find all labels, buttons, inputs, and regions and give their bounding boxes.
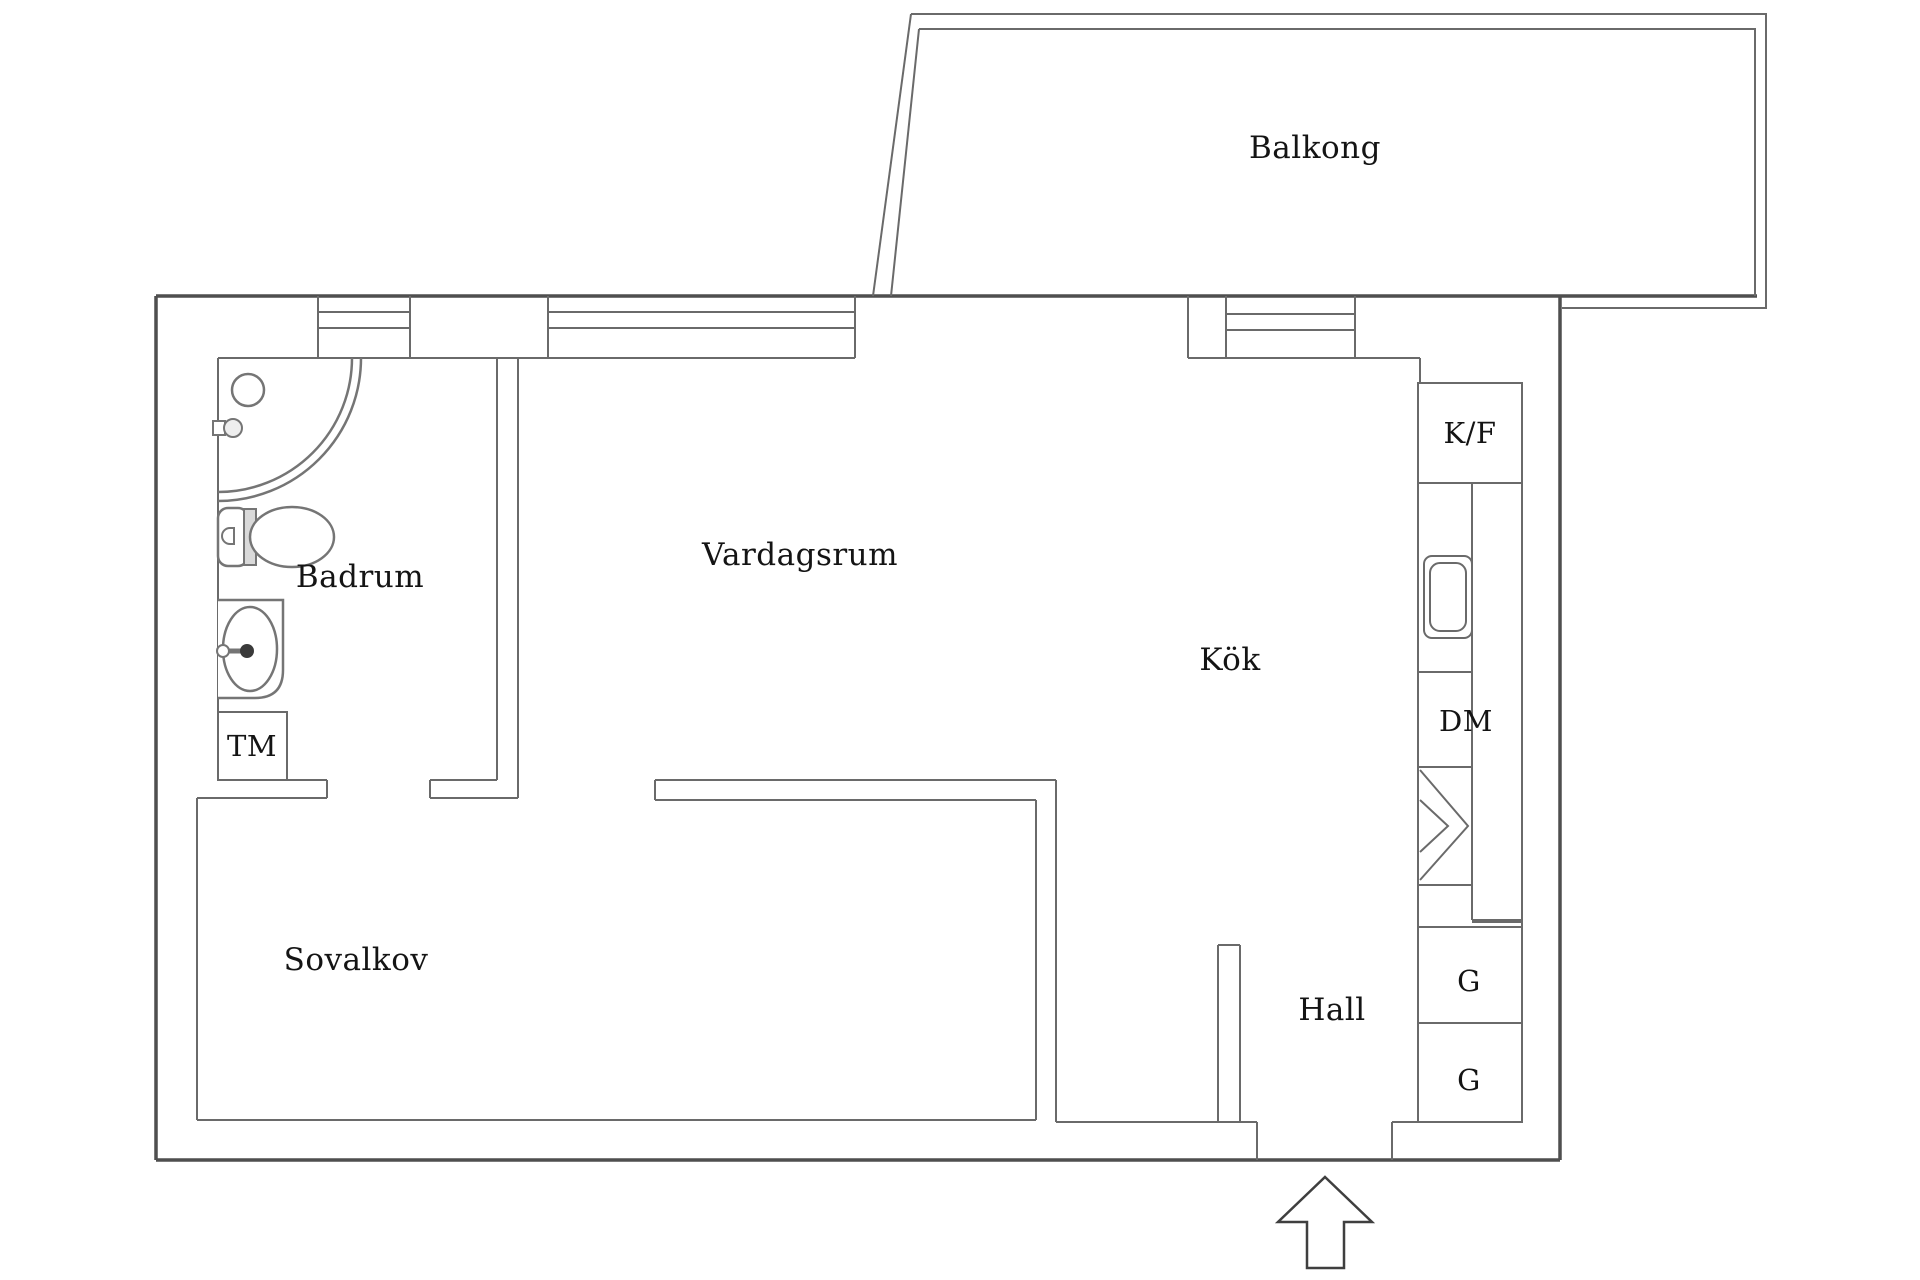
shower-icon bbox=[217, 357, 363, 503]
fridge-freezer-box bbox=[1417, 382, 1523, 484]
washbasin-icon bbox=[216, 598, 285, 700]
mixer-knob bbox=[223, 418, 243, 438]
peninsula-wall bbox=[654, 779, 1057, 1122]
fixture-label-wardrobe-1: G bbox=[1457, 964, 1481, 998]
shower-arc-outer bbox=[217, 357, 363, 503]
room-label-kitchen: Kök bbox=[1199, 642, 1261, 678]
windows bbox=[317, 296, 1356, 358]
stove-chevron-inner bbox=[1419, 799, 1450, 853]
room-label-sleeping-alcove: Sovalkov bbox=[283, 942, 429, 978]
toilet-bowl bbox=[248, 505, 336, 569]
fixture-label-washing-machine: TM bbox=[226, 729, 278, 763]
fixture-label-wardrobe-2: G bbox=[1457, 1063, 1481, 1097]
washing-machine-box bbox=[217, 711, 288, 781]
kitchen-units bbox=[1417, 382, 1523, 1123]
inner-wall-lines bbox=[218, 357, 1421, 383]
toilet-flush-button bbox=[221, 527, 235, 545]
alcove-outline bbox=[196, 798, 1523, 1160]
wardrobe2-box bbox=[1417, 1022, 1523, 1123]
balcony-outer-diagonal bbox=[872, 13, 912, 297]
basin-faucet-knob bbox=[216, 644, 230, 658]
balcony-inner-line bbox=[919, 28, 1756, 296]
room-label-hall: Hall bbox=[1298, 992, 1366, 1028]
room-label-bathroom: Badrum bbox=[295, 559, 425, 595]
shower-mixer-icon bbox=[212, 418, 243, 438]
toilet-icon bbox=[216, 505, 336, 569]
hall-stub-wall bbox=[1217, 944, 1241, 1122]
kitchen-sink-outer bbox=[1423, 555, 1473, 639]
kitchen-sink-basin bbox=[1429, 562, 1467, 632]
balcony-outer-line bbox=[911, 13, 1767, 309]
shower-arc-inner bbox=[217, 357, 354, 494]
entrance-arrow-icon bbox=[1274, 1175, 1376, 1270]
shower-drain-icon bbox=[230, 372, 266, 408]
room-label-balcony: Balkong bbox=[1249, 130, 1381, 166]
balcony-inner-diagonal bbox=[890, 28, 920, 297]
outer-walls bbox=[154, 294, 1757, 1162]
basin-drain bbox=[240, 644, 254, 658]
stove-chevron-outer bbox=[1419, 769, 1470, 881]
room-label-living-room: Vardagsrum bbox=[701, 537, 899, 573]
fixture-label-fridge-freezer: K/F bbox=[1443, 416, 1497, 450]
balcony-outline bbox=[872, 13, 1767, 309]
fixture-label-dishwasher: DM bbox=[1439, 704, 1493, 738]
bathroom-fixtures bbox=[212, 357, 363, 781]
